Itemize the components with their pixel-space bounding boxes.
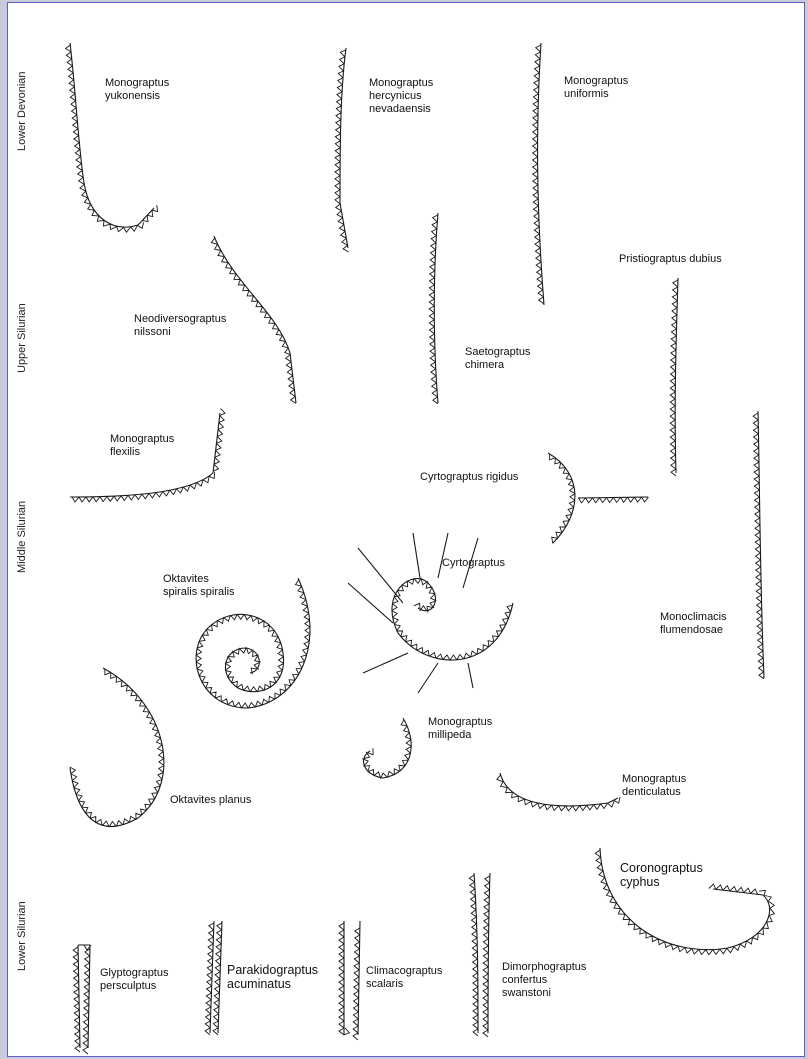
cli-thecae — [339, 923, 360, 1040]
denticulatus-fossil — [500, 773, 618, 806]
her-thecae — [335, 50, 349, 252]
label-dimorphograptus: Dimorphograptus confertus swanstoni — [502, 961, 586, 1000]
label-millipeda: Monograptus millipeda — [428, 716, 492, 742]
label-rigidus: Cyrtograptus rigidus — [420, 471, 518, 484]
spi-thecae — [196, 580, 310, 709]
period-upper-silurian: Upper Silurian — [16, 303, 28, 373]
cyrtograptus-fossil — [392, 579, 513, 660]
label-planus: Oktavites planus — [170, 794, 251, 807]
fossil-drawings — [8, 3, 806, 1058]
label-nilssoni: Neodiversograptus nilssoni — [134, 313, 226, 339]
hercynicus-fossil — [340, 48, 348, 248]
label-denticulatus: Monograptus denticulatus — [622, 773, 686, 799]
label-cyrtograptus: Cyrtograptus — [442, 557, 505, 570]
label-glyptograptus: Glyptograptus persculptus — [100, 967, 168, 993]
figure-frame: Lower Devonian Upper Silurian Middle Sil… — [7, 2, 805, 1057]
pla-thecae — [70, 669, 164, 827]
yukonensis-fossil — [70, 43, 154, 227]
label-hercynicus: Monograptus hercynicus nevadaensis — [369, 77, 433, 116]
label-spiralis: Oktavites spiralis spiralis — [163, 573, 235, 599]
chi-thecae — [429, 215, 438, 404]
mil-thecae — [362, 720, 411, 779]
period-middle-silurian: Middle Silurian — [16, 501, 28, 573]
label-uniformis: Monograptus uniformis — [564, 75, 628, 101]
label-coronograptus: Coronograptus cyphus — [620, 861, 703, 889]
label-monoclimacis: Monoclimacis flumendosae — [660, 611, 727, 637]
label-dubius: Pristiograptus dubius — [619, 253, 722, 266]
period-lower-devonian: Lower Devonian — [16, 72, 28, 152]
millipeda-fossil — [364, 718, 412, 778]
rigidus-fossil — [548, 453, 648, 543]
cyr-thecae — [392, 578, 513, 660]
label-yukonensis: Monograptus yukonensis — [105, 77, 169, 103]
label-parakidograptus: Parakidograptus acuminatus — [227, 963, 318, 991]
dim-thecae — [469, 875, 490, 1037]
label-chimera: Saetograptus chimera — [465, 346, 530, 372]
uniformis-fossil — [538, 43, 544, 305]
period-lower-silurian: Lower Silurian — [16, 901, 28, 971]
label-climacograptus: Climacograptus scalaris — [366, 965, 442, 991]
label-flexilis: Monograptus flexilis — [110, 433, 174, 459]
